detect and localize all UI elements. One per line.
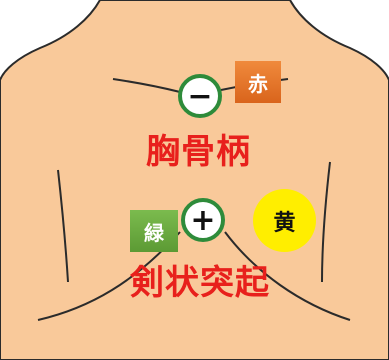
sternal-manubrium-label: 胸骨柄 (146, 124, 251, 173)
green-tag: 緑 (130, 210, 178, 252)
green-tag-label: 緑 (144, 217, 164, 246)
positive-electrode: + (181, 198, 225, 242)
yellow-tag: 黄 (253, 189, 316, 252)
negative-symbol: − (187, 79, 212, 114)
positive-symbol: + (190, 203, 215, 238)
negative-electrode: − (178, 74, 222, 118)
xiphoid-process-label: 剣状突起 (130, 255, 270, 304)
red-tag-label: 赤 (248, 68, 268, 97)
red-tag: 赤 (235, 61, 281, 103)
yellow-tag-label: 黄 (273, 205, 295, 237)
